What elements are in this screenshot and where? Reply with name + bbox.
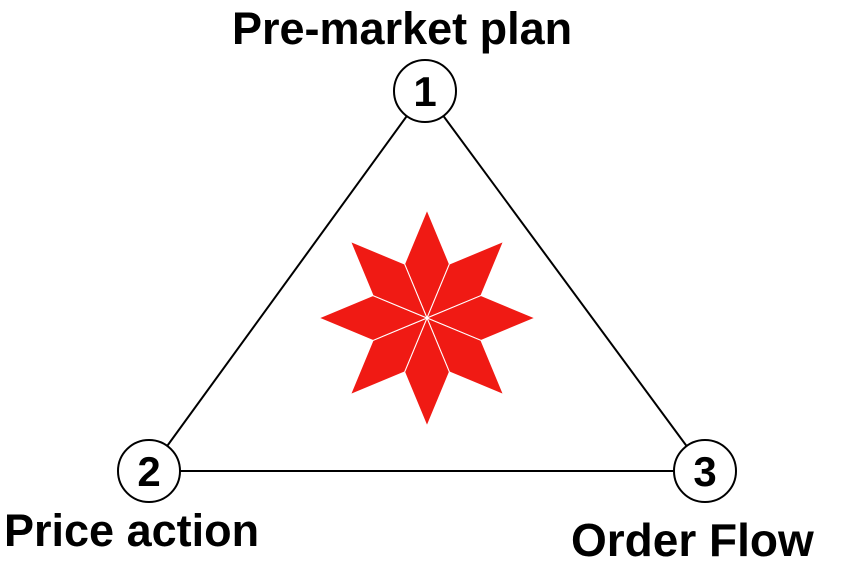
edge-1-2 <box>148 90 426 472</box>
star-petal <box>349 240 428 319</box>
node-2-label: Price action <box>4 505 260 556</box>
node-2-circle <box>117 439 181 503</box>
node-1-circle <box>393 59 457 123</box>
node-2: 2 <box>117 439 181 503</box>
node-1-label: Pre-market plan <box>232 3 573 54</box>
node-1-number: 1 <box>413 68 436 115</box>
node-3-number: 3 <box>693 448 716 495</box>
node-3-circle <box>673 439 737 503</box>
edge-1-3 <box>424 90 706 472</box>
node-3-label: Order Flow <box>571 514 814 566</box>
eight-point-star-icon <box>317 208 537 428</box>
node-2-number: 2 <box>137 448 160 495</box>
node-3: 3 <box>673 439 737 503</box>
node-1: 1 <box>393 59 457 123</box>
